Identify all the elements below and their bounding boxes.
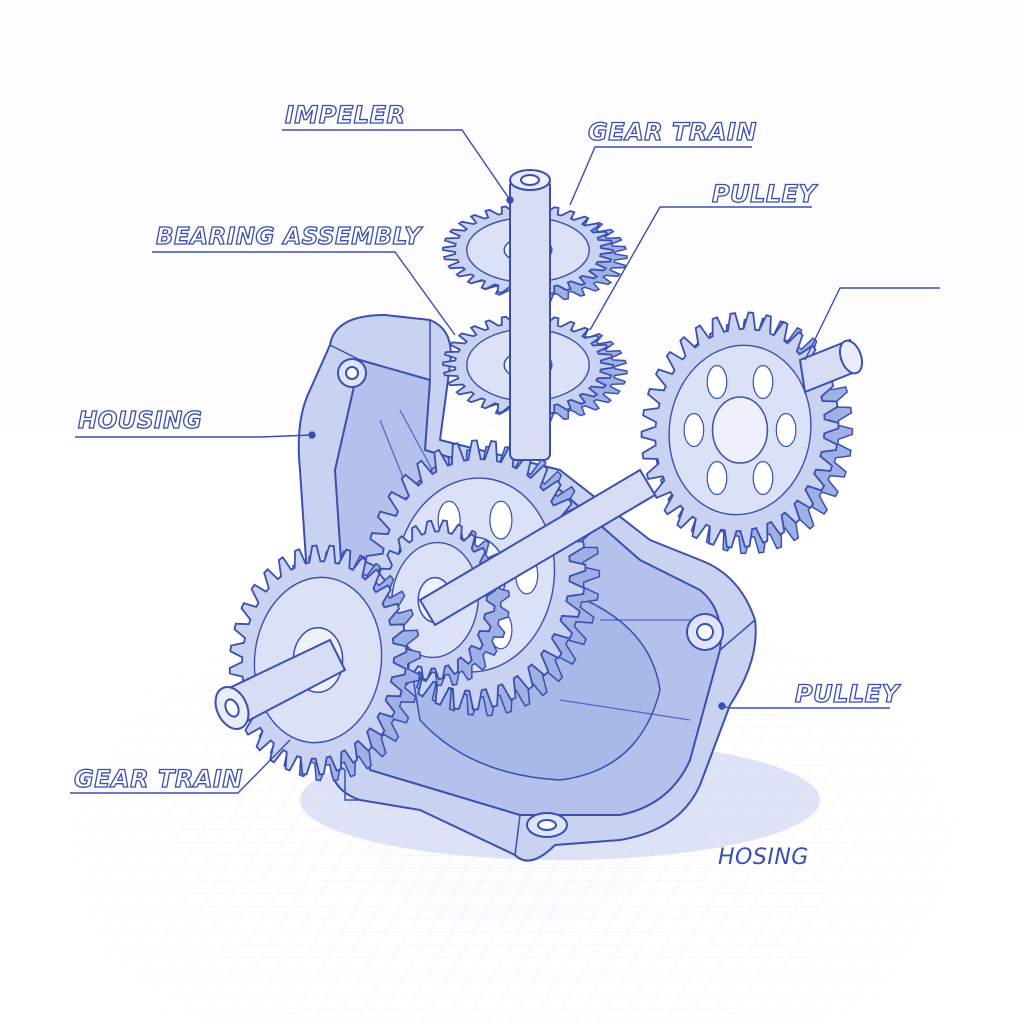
leader-bearing-assembly [152,251,456,336]
vertical-shaft [509,179,551,461]
leader-gear-train-bottom [70,739,291,794]
leader-housing [75,434,313,438]
leader-lines [70,129,940,794]
label-gear-train-top: GEAR TRAIN [587,117,757,146]
leader-pulley-top [589,206,812,331]
label-pulley-right: PULLEY [794,679,900,708]
leader-impeler [282,129,511,201]
label-pulley-top: PULLEY [711,179,817,208]
shafts [214,169,864,730]
label-bearing-assembly: BEARING ASSEMBLY [155,223,422,250]
label-gear-train-bottom: GEAR TRAIN [73,764,243,793]
leader-pulley-right [804,287,940,361]
leader-gear-train-top [569,146,752,206]
label-impeler: IMPELER [284,100,406,129]
label-hosing: HOSING [718,845,809,870]
center-shaft [418,468,657,627]
label-housing: HOUSING [77,407,203,434]
